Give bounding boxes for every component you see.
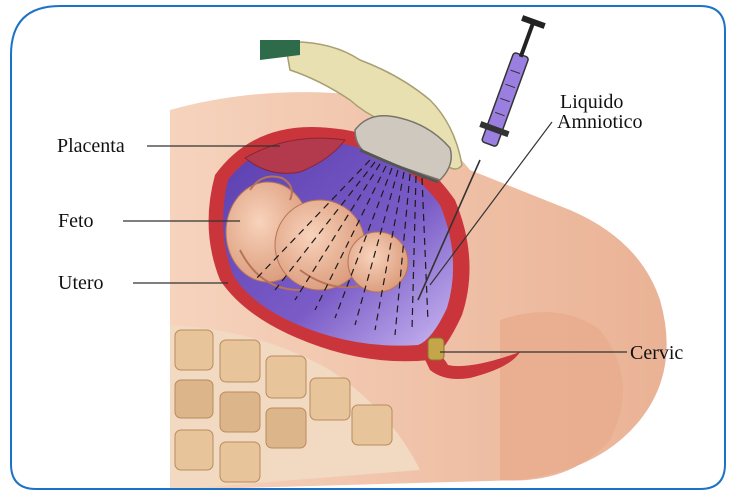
label-utero: Utero bbox=[58, 273, 104, 293]
label-placenta: Placenta bbox=[57, 136, 125, 156]
label-liquido: Liquido bbox=[560, 92, 623, 112]
label-feto: Feto bbox=[58, 211, 94, 231]
label-amniotico: Amniotico bbox=[557, 112, 643, 132]
label-cervic: Cervic bbox=[630, 343, 683, 363]
thigh bbox=[500, 312, 623, 481]
